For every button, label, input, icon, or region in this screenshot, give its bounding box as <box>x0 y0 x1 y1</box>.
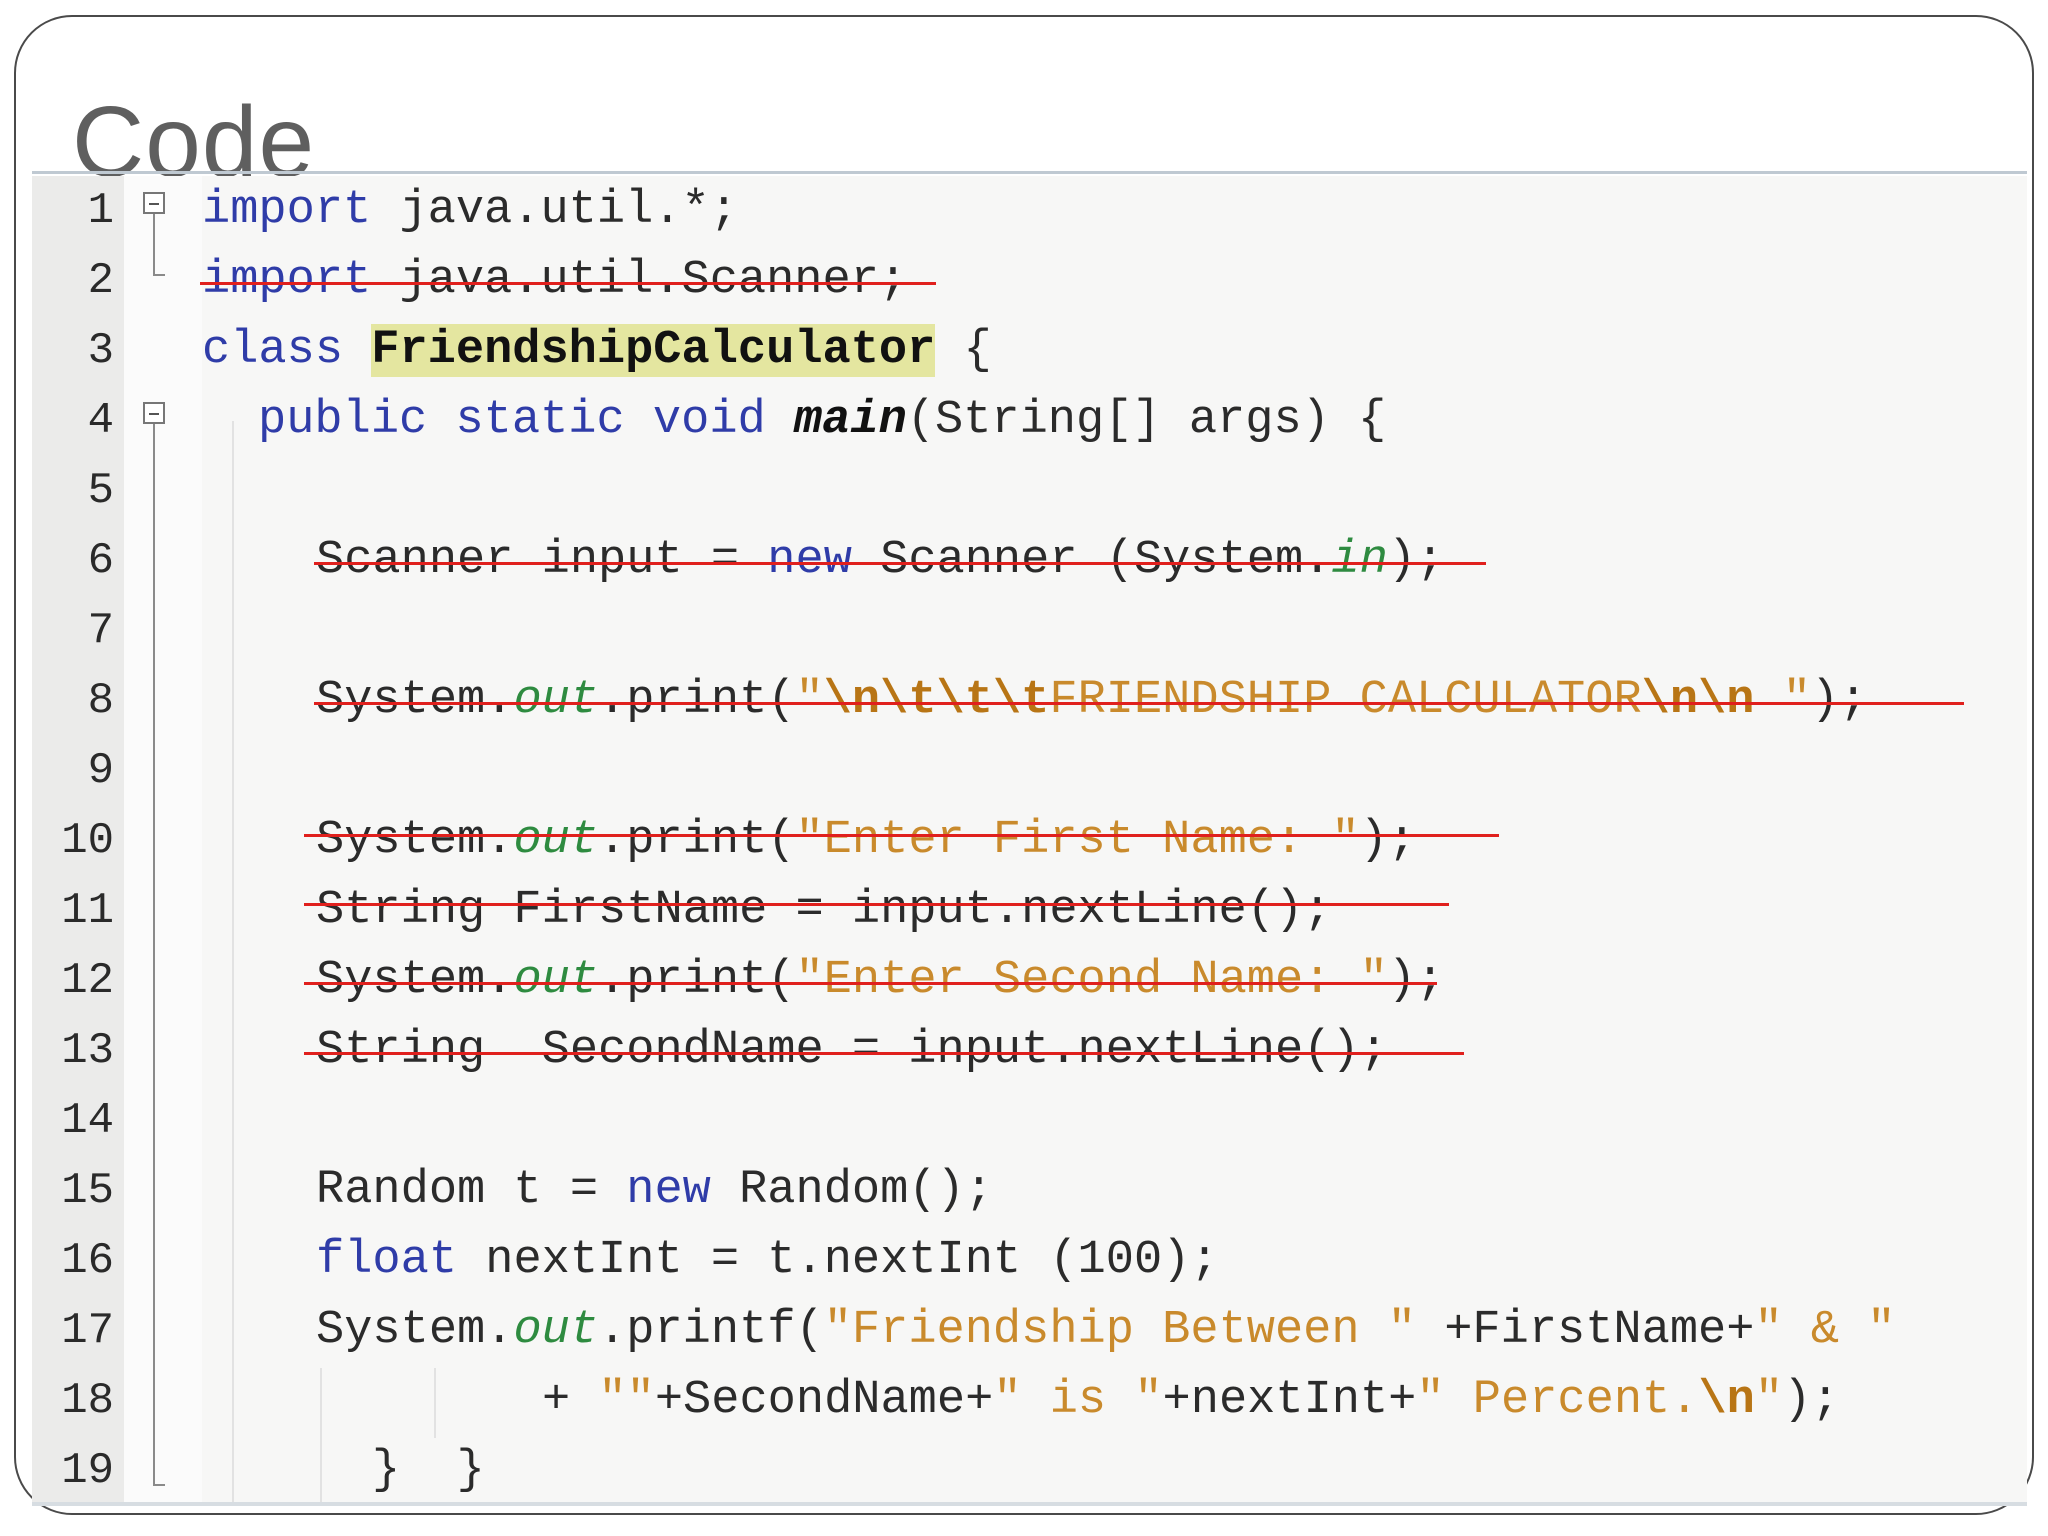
code-text: float nextInt = t.nextInt (100); <box>316 1234 1219 1287</box>
line-number: 10 <box>61 816 114 866</box>
fold-end <box>153 1484 165 1486</box>
code-text: Random t = new Random(); <box>316 1164 993 1217</box>
fold-end <box>153 274 165 276</box>
line-number: 2 <box>87 256 114 306</box>
strikethrough-mark <box>304 834 1499 837</box>
strikethrough-mark <box>304 903 1449 906</box>
line-number: 12 <box>61 956 114 1006</box>
code-line: 19 } } <box>32 1436 2027 1506</box>
line-number: 7 <box>87 606 114 656</box>
code-line: 6 Scanner input = new Scanner (System.in… <box>32 526 2027 596</box>
code-line: 5 <box>32 456 2027 526</box>
highlighted-class-name: FriendshipCalculator <box>371 324 936 377</box>
indent-guide <box>232 421 234 1506</box>
code-line: 12 System.out.print("Enter Second Name: … <box>32 946 2027 1016</box>
code-line: 13 String SecondName = input.nextLine(); <box>32 1016 2027 1086</box>
code-line: 4 public static void main(String[] args)… <box>32 386 2027 456</box>
line-number: 11 <box>61 886 114 936</box>
code-line: 3 class FriendshipCalculator { <box>32 316 2027 386</box>
code-text: + ""+SecondName+" is "+nextInt+" Percent… <box>542 1374 1840 1427</box>
code-text: Scanner input = new Scanner (System.in); <box>316 534 1445 587</box>
code-line: 15 Random t = new Random(); <box>32 1156 2027 1226</box>
strikethrough-mark <box>304 982 1437 985</box>
code-line: 16 float nextInt = t.nextInt (100); <box>32 1226 2027 1296</box>
line-number: 14 <box>61 1096 114 1146</box>
code-text: System.out.print("\n\t\t\tFRIENDSHIP CAL… <box>316 674 1868 727</box>
fold-line <box>153 424 155 1486</box>
code-line: 18 + ""+SecondName+" is "+nextInt+" Perc… <box>32 1366 2027 1436</box>
code-line: 11 String FirstName = input.nextLine(); <box>32 876 2027 946</box>
line-number: 5 <box>87 466 114 516</box>
line-number: 17 <box>61 1306 114 1356</box>
strikethrough-mark <box>314 702 1964 705</box>
line-number: 15 <box>61 1166 114 1216</box>
code-line: 2 import java.util.Scanner; <box>32 246 2027 316</box>
fold-collapse-icon <box>143 402 165 424</box>
fold-collapse-icon <box>143 192 165 214</box>
code-line: 1 import java.util.*; <box>32 176 2027 246</box>
slide-title: Code <box>72 86 316 198</box>
indent-guide <box>434 1368 436 1438</box>
line-number: 6 <box>87 536 114 586</box>
code-line: 17 System.out.printf("Friendship Between… <box>32 1296 2027 1366</box>
code-editor-screenshot: 1 import java.util.*; 2 import java.util… <box>32 176 2027 1506</box>
code-bottom-border <box>32 1502 2027 1506</box>
title-underline <box>32 171 2027 174</box>
code-text: public static void main(String[] args) { <box>258 394 1387 447</box>
line-number: 16 <box>61 1236 114 1286</box>
line-number-gutter <box>32 176 124 1506</box>
code-text: String FirstName = input.nextLine(); <box>316 884 1332 937</box>
code-text: System.out.print("Enter Second Name: "); <box>316 954 1445 1007</box>
line-number: 1 <box>87 186 114 236</box>
code-line: 10 System.out.print("Enter First Name: "… <box>32 806 2027 876</box>
code-line: 14 <box>32 1086 2027 1156</box>
code-text: System.out.print("Enter First Name: "); <box>316 814 1417 867</box>
line-number: 8 <box>87 676 114 726</box>
indent-guide <box>320 1368 322 1506</box>
strikethrough-mark <box>304 1052 1464 1055</box>
line-number: 9 <box>87 746 114 796</box>
code-line: 7 <box>32 596 2027 666</box>
fold-column <box>124 176 202 1506</box>
code-line: 9 <box>32 736 2027 806</box>
line-number: 3 <box>87 326 114 376</box>
code-text: String SecondName = input.nextLine(); <box>316 1024 1388 1077</box>
line-number: 19 <box>61 1446 114 1496</box>
code-text: } } <box>372 1444 485 1497</box>
line-number: 13 <box>61 1026 114 1076</box>
code-text: class FriendshipCalculator { <box>202 324 992 377</box>
code-line: 8 System.out.print("\n\t\t\tFRIENDSHIP C… <box>32 666 2027 736</box>
code-text: System.out.printf("Friendship Between " … <box>316 1304 1896 1357</box>
fold-line <box>153 214 155 276</box>
strikethrough-mark <box>314 562 1486 565</box>
code-text: import java.util.*; <box>202 184 738 237</box>
line-number: 18 <box>61 1376 114 1426</box>
strikethrough-mark <box>200 282 936 285</box>
code-text: import java.util.Scanner; <box>202 254 908 307</box>
line-number: 4 <box>87 396 114 446</box>
